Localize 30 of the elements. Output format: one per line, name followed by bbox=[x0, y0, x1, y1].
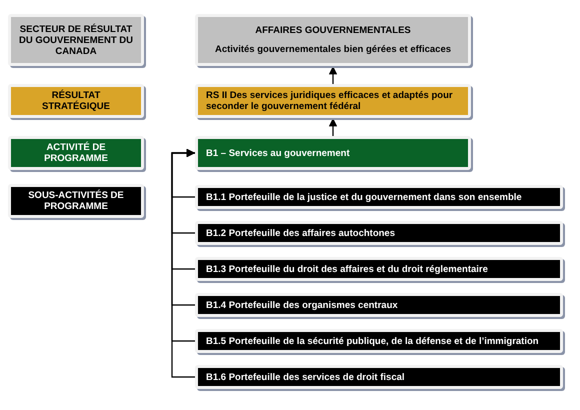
label-box bbox=[8, 84, 144, 118]
box-text: B1.1 Portefeuille de la justice et du gouvernement dans son ensemble bbox=[206, 192, 522, 202]
connector-arrow bbox=[328, 66, 338, 84]
label-box bbox=[195, 257, 563, 281]
box-text: B1.2 Portefeuille des affaires autochtones bbox=[206, 228, 396, 238]
box-text: SOUS-ACTIVITÉS DE PROGRAMME bbox=[27, 190, 125, 212]
box-text: AFFAIRES GOUVERNEMENTALES bbox=[255, 25, 411, 36]
connector-arrow bbox=[328, 118, 338, 136]
box-text: RS II Des services juridiques efficaces et adaptés pour seconder le gouvernement fédéral bbox=[206, 90, 454, 112]
label-box bbox=[195, 221, 563, 245]
box-text: ACTIVITÉ DE PROGRAMME bbox=[43, 142, 109, 164]
label-box bbox=[195, 329, 563, 353]
label-box bbox=[195, 185, 563, 209]
box-text: B1.3 Portefeuille du droit des affaires et du droit réglementaire bbox=[206, 264, 488, 274]
connector-arrow bbox=[171, 148, 195, 378]
box-text: Activités gouvernementales bien gérées et efficaces bbox=[214, 44, 452, 55]
box-text: B1.6 Portefeuille des services de droit fiscal bbox=[206, 372, 405, 382]
box-text: B1 – Services au gouvernement bbox=[206, 148, 350, 158]
label-box bbox=[195, 365, 563, 389]
box-text: B1.4 Portefeuille des organismes centraux bbox=[206, 300, 398, 310]
label-box bbox=[195, 293, 563, 317]
label-box bbox=[8, 136, 144, 170]
label-box bbox=[8, 184, 144, 218]
label-box bbox=[195, 14, 471, 66]
box-text: B1.5 Portefeuille de la sécurité publique, de la défense et de l’immigration bbox=[206, 336, 539, 346]
label-box bbox=[195, 136, 471, 170]
box-text: RÉSULTAT STRATÉGIQUE bbox=[41, 90, 111, 112]
box-text: SECTEUR DE RÉSULTAT DU GOUVERNEMENT DU CANADA bbox=[19, 24, 133, 56]
label-box bbox=[8, 14, 144, 66]
label-box bbox=[195, 84, 471, 118]
